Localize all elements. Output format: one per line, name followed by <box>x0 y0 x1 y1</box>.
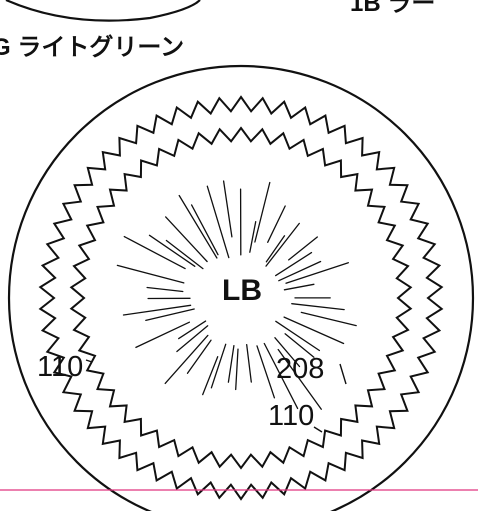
burst-ray <box>284 333 315 358</box>
burst-ray <box>275 320 321 352</box>
burst-ray <box>146 286 184 293</box>
burst-ray <box>291 303 345 311</box>
burst-ray <box>176 325 209 353</box>
outer-zigzag-ring <box>38 95 444 501</box>
leader-inner <box>339 363 347 385</box>
burst-ray <box>210 343 227 389</box>
burst-ray <box>288 236 318 261</box>
center-code-label: LB <box>222 274 262 307</box>
leader-left <box>85 359 93 363</box>
burst-ray <box>202 356 219 396</box>
burst-ray <box>206 185 230 259</box>
burst-ray <box>145 308 195 322</box>
burst-ray <box>148 234 196 267</box>
upper-circle-arc <box>5 0 201 22</box>
number-bottom-label: 110 <box>268 400 314 432</box>
inner-zigzag-ring <box>69 126 413 470</box>
burst-ray <box>278 260 322 282</box>
burst-ray <box>275 251 313 277</box>
burst-ray <box>267 205 286 243</box>
burst-ray <box>256 345 276 399</box>
burst-ray <box>178 320 207 340</box>
burst-ray <box>263 342 299 410</box>
burst-ray <box>135 321 191 349</box>
burst-ray <box>186 339 212 374</box>
burst-ray <box>235 348 239 391</box>
burst-ray <box>178 194 218 259</box>
burst-ray <box>116 264 185 284</box>
burst-ray <box>190 204 219 256</box>
burst-ray <box>254 181 271 243</box>
radial-burst <box>116 180 357 410</box>
burst-ray <box>164 334 209 385</box>
burst-ray <box>246 344 252 383</box>
burst-ray <box>165 216 208 263</box>
burst-ray <box>123 235 186 270</box>
burst-ray <box>300 311 357 327</box>
burst-ray <box>285 262 349 284</box>
burst-ray <box>274 337 301 368</box>
number-left-label: 110 <box>37 351 83 383</box>
burst-ray <box>277 348 322 410</box>
burst-ray <box>249 221 257 253</box>
color-name-label: G ライトグリーン <box>0 34 184 61</box>
burst-ray <box>265 235 286 263</box>
burst-ray <box>283 316 345 345</box>
leader-bottom <box>313 426 323 433</box>
burst-ray <box>227 345 235 383</box>
number-inner-label: 208 <box>276 353 324 385</box>
top-right-label: 1B ラー <box>350 0 435 17</box>
burst-ray <box>265 222 300 267</box>
burst-ray <box>222 180 233 238</box>
burst-ray <box>122 304 192 316</box>
burst-ray <box>165 239 204 270</box>
burst-ray <box>283 283 315 291</box>
outer-circle <box>7 64 475 511</box>
